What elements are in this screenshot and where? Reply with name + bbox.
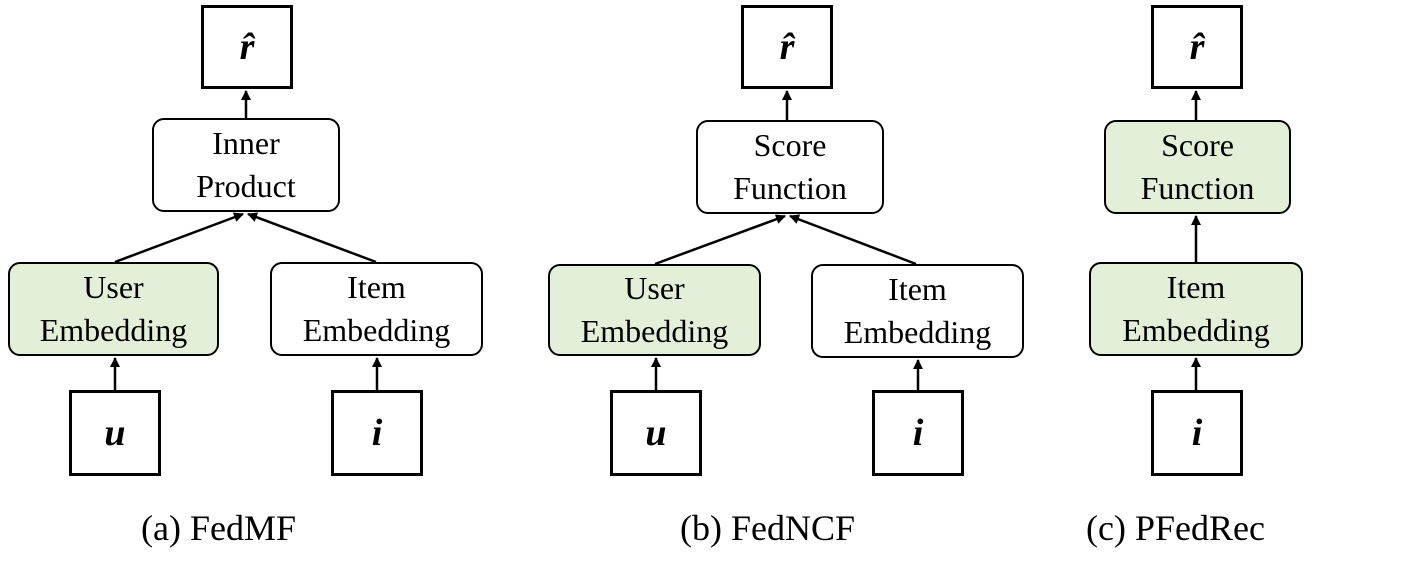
fedmf-caption: (a) FedMF <box>141 508 296 548</box>
node-label-line2: Embedding <box>39 312 188 348</box>
arrow-fedmf-item-to-inner-product <box>247 212 377 264</box>
fedmf-output-node: r̂ <box>201 5 293 89</box>
fedmf-item-embedding-node: Item Embedding <box>270 262 483 356</box>
fedmf-user-embedding-node: User Embedding <box>8 262 219 356</box>
node-label-line2: Embedding <box>580 313 729 349</box>
pfedrec-caption: (c) PFedRec <box>1086 508 1265 548</box>
arrow-fedncf-user-to-score-function <box>654 214 786 266</box>
fedncf-score-function-node: Score Function <box>696 120 884 214</box>
node-label-line1: Score <box>753 127 827 163</box>
arrow-fedncf-item-to-score-function <box>789 214 917 266</box>
node-label-line2: Function <box>1140 170 1255 206</box>
pfedrec-output-node: r̂ <box>1151 5 1243 89</box>
node-label-line1: User <box>83 269 144 305</box>
node-label-line2: Embedding <box>302 312 451 348</box>
fedncf-item-input-node: i <box>872 390 964 476</box>
node-label-line1: Item <box>347 269 406 305</box>
pfedrec-item-embedding-node: Item Embedding <box>1089 262 1303 356</box>
pfedrec-item-input-node: i <box>1151 390 1243 476</box>
fedncf-user-input-node: u <box>610 390 702 476</box>
node-label-line2: Embedding <box>843 314 992 350</box>
fedncf-user-embedding-node: User Embedding <box>548 264 761 356</box>
fedncf-item-embedding-node: Item Embedding <box>811 264 1024 358</box>
fedncf-caption: (b) FedNCF <box>680 508 856 548</box>
node-label-line1: Item <box>1166 269 1226 305</box>
node-label-line2: Function <box>733 170 847 206</box>
fedmf-inner-product-node: Inner Product <box>152 118 340 212</box>
pfedrec-score-function-node: Score Function <box>1104 120 1291 214</box>
arrow-fedmf-user-to-inner-product <box>114 212 244 264</box>
fedncf-output-node: r̂ <box>741 5 833 89</box>
node-label-line2: Embedding <box>1122 312 1270 348</box>
fedmf-user-input-node: u <box>69 390 161 476</box>
node-label-line1: Inner <box>212 125 280 161</box>
node-label-line2: Product <box>196 168 296 204</box>
fedmf-item-input-node: i <box>331 390 423 476</box>
node-label-line1: Item <box>888 271 947 307</box>
node-label-line1: User <box>624 270 685 306</box>
node-label-line1: Score <box>1161 127 1234 163</box>
